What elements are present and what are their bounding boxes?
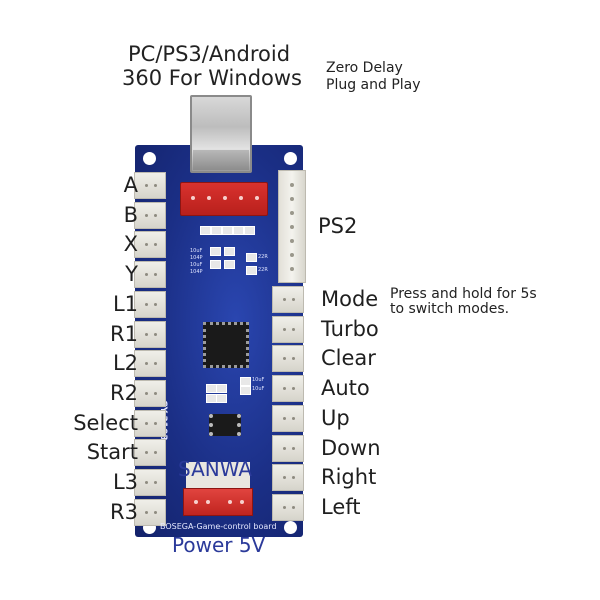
tagline-plug-and-play: Plug and Play <box>326 77 421 93</box>
smd-label: 104P <box>190 255 203 261</box>
left-port-label: Select <box>73 410 138 435</box>
smd-cap <box>224 260 235 269</box>
smd-cap <box>224 247 235 256</box>
smd-label: 10uF <box>190 248 203 254</box>
function-port-connector <box>272 286 304 313</box>
left-port-label: R3 <box>110 499 138 524</box>
button-port-connector <box>134 469 166 496</box>
smd-resistor <box>246 253 257 262</box>
red-5pin-header <box>180 182 268 216</box>
smd-label: 10uF <box>252 377 265 383</box>
function-port-connector <box>272 464 304 492</box>
mount-hole-top-left <box>143 152 156 165</box>
button-port-connector <box>134 290 166 318</box>
left-port-label: Y <box>125 262 138 287</box>
left-port-label: R2 <box>110 380 138 405</box>
button-port-connector <box>134 439 166 467</box>
button-port-connector <box>134 320 166 348</box>
button-port-connector <box>134 350 166 378</box>
function-port-connector <box>272 375 304 403</box>
smd-part <box>216 384 227 393</box>
left-port-label: L3 <box>112 470 138 494</box>
function-port-connector <box>272 493 304 521</box>
smd-label: 10uF <box>252 386 265 392</box>
platform-title-line1: PC/PS3/Android <box>128 42 291 66</box>
power-5v-connector <box>183 488 253 516</box>
button-port-connector <box>134 379 166 407</box>
tagline-zero-delay: Zero Delay <box>326 60 403 76</box>
right-port-label: Auto <box>321 376 370 401</box>
platform-title-line2: 360 For Windows <box>122 66 302 90</box>
usb-connector-base <box>193 150 249 170</box>
mode-note-line1: Press and hold for 5s <box>390 286 537 302</box>
function-port-connector <box>272 404 304 432</box>
right-port-label: Turbo <box>321 316 379 341</box>
right-port-label: Clear <box>321 346 376 371</box>
right-port-label: Mode <box>321 287 379 311</box>
left-port-label: A <box>123 173 138 197</box>
eeprom-chip <box>209 414 241 436</box>
left-port-label: X <box>123 232 138 257</box>
smd-label: 104P <box>190 269 203 275</box>
ps2-connector <box>278 170 306 283</box>
left-port-label: L1 <box>112 291 138 316</box>
left-port-label: Start <box>86 440 138 465</box>
left-port-label: R1 <box>110 321 138 346</box>
smd-label: 10uF <box>190 262 203 268</box>
right-port-label: Left <box>321 494 361 519</box>
button-port-connector <box>134 201 166 229</box>
function-port-connector <box>272 345 304 373</box>
smd-array <box>200 226 255 236</box>
function-port-connector <box>272 315 304 343</box>
sanwa-label: SANWA <box>178 457 253 481</box>
smd-label: 22R <box>258 267 268 273</box>
microcontroller-chip <box>203 322 249 368</box>
ps2-label: PS2 <box>318 214 358 238</box>
button-port-connector <box>134 261 166 289</box>
power-5v-label: Power 5V <box>172 533 266 557</box>
button-port-connector <box>134 498 166 526</box>
mode-note: Press and hold for 5s to switch modes. <box>390 287 537 317</box>
mount-hole-top-right <box>284 152 297 165</box>
left-port-label: B <box>123 202 138 227</box>
mode-note-line2: to switch modes. <box>390 301 510 317</box>
board-brand-label: BOSEGA-Game-control board <box>160 522 277 531</box>
button-port-connector <box>134 172 166 199</box>
smd-cap <box>210 247 221 256</box>
smd-cap <box>240 377 251 386</box>
left-port-label: L2 <box>112 351 138 376</box>
right-port-label: Right <box>321 465 377 490</box>
power-connector-housing <box>186 462 250 492</box>
button-port-connector <box>134 409 166 437</box>
smd-part <box>216 394 227 403</box>
function-port-connector <box>272 434 304 462</box>
button-port-connector <box>134 231 166 259</box>
right-port-label: Up <box>321 405 350 430</box>
smd-label: 22R <box>258 254 268 260</box>
mount-hole-bottom-right <box>284 521 297 534</box>
smd-cap <box>210 260 221 269</box>
right-port-label: Down <box>321 435 381 460</box>
smd-cap <box>240 386 251 395</box>
smd-resistor <box>246 266 257 275</box>
